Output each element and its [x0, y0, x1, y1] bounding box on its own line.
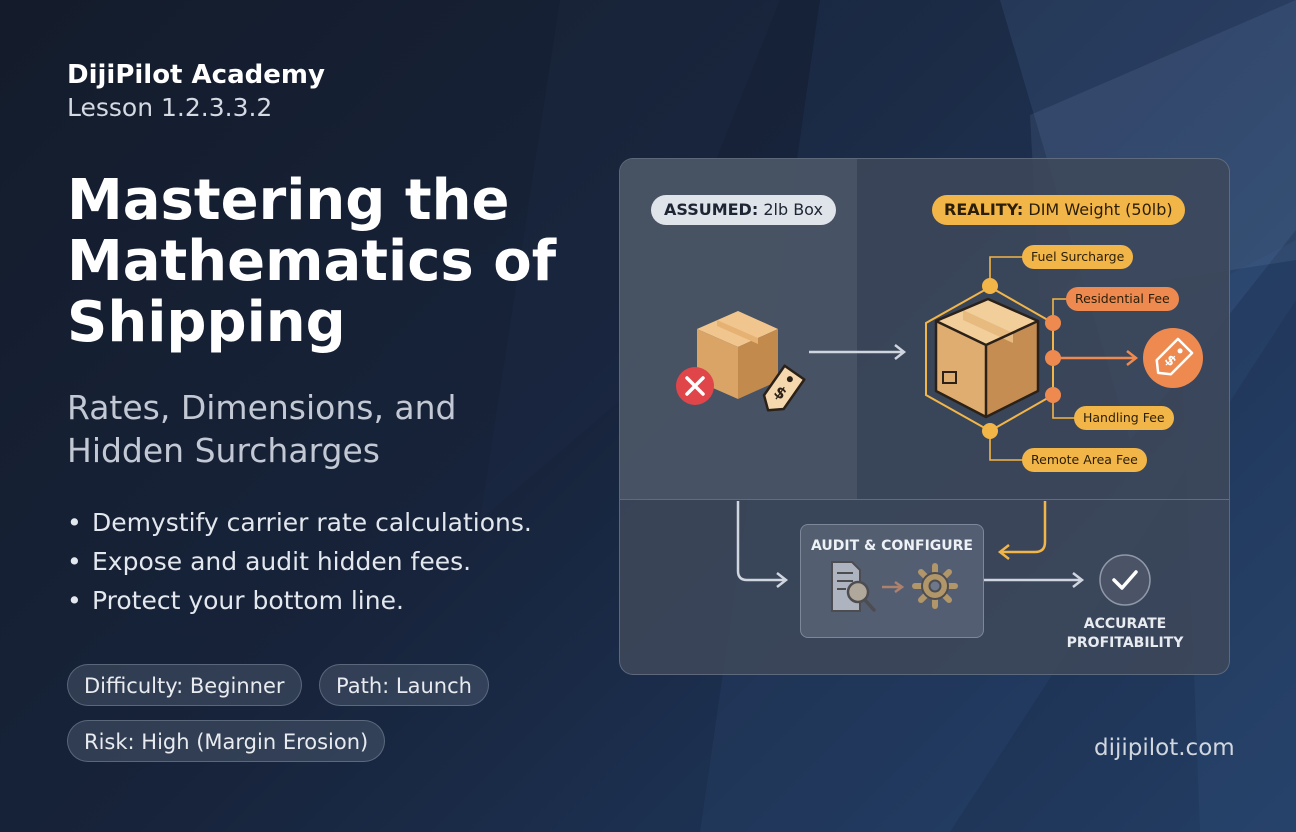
residential-fee-label: Residential Fee — [1066, 287, 1179, 311]
assumed-label: ASSUMED: — [664, 200, 759, 219]
assumed-badge: ASSUMED: 2lb Box — [651, 195, 836, 225]
accurate-profitability-label: ACCURATE PROFITABILITY — [1050, 615, 1200, 653]
diagram-graphics: $ — [676, 256, 1203, 612]
brand-name: DijiPilot Academy — [67, 60, 325, 90]
audit-configure-box: AUDIT & CONFIGURE — [800, 524, 984, 638]
remote-area-fee-label: Remote Area Fee — [1022, 448, 1147, 472]
connector-dots — [982, 278, 1061, 439]
reality-label: REALITY: — [944, 200, 1024, 219]
reality-flow-arrow — [997, 501, 1047, 560]
panel-divider — [620, 499, 1229, 500]
audit-title: AUDIT & CONFIGURE — [811, 538, 973, 554]
bullet-text: Demystify carrier rate calculations. — [92, 508, 532, 537]
path-tag: Path: Launch — [319, 664, 489, 706]
flow-arrows — [736, 501, 1085, 588]
reality-value: DIM Weight (50lb) — [1028, 200, 1173, 219]
website-link[interactable]: dijipilot.com — [1094, 735, 1235, 761]
bullet-dot: • — [67, 586, 82, 615]
bullet-text: Expose and audit hidden fees. — [92, 547, 472, 576]
lesson-number: Lesson 1.2.3.3.2 — [67, 93, 273, 122]
bullet-text: Protect your bottom line. — [92, 586, 404, 615]
x-icon — [676, 367, 714, 405]
page-title: Mastering the Mathematics of Shipping — [67, 168, 557, 355]
bullet-list: • Demystify carrier rate calculations. • E… — [67, 505, 532, 622]
checkmark-icon — [1099, 554, 1151, 606]
bullet-item: • Protect your bottom line. — [67, 583, 532, 622]
reality-badge: REALITY: DIM Weight (50lb) — [932, 195, 1185, 225]
fuel-surcharge-label: Fuel Surcharge — [1022, 245, 1134, 269]
box-icon — [934, 297, 1040, 419]
bullet-item: • Expose and audit hidden fees. — [67, 544, 532, 583]
bullet-item: • Demystify carrier rate calculations. — [67, 505, 532, 544]
result-line-1: ACCURATE — [1083, 616, 1167, 632]
arrow-icon — [809, 344, 907, 360]
handling-fee-label: Handling Fee — [1074, 406, 1174, 430]
diagram-panel: $ — [619, 158, 1230, 675]
large-price-tag-icon: $ — [1143, 328, 1203, 388]
difficulty-tag: Difficulty: Beginner — [67, 664, 302, 706]
page-subtitle: Rates, Dimensions, and Hidden Surcharges — [67, 388, 457, 470]
bullet-dot: • — [67, 508, 82, 537]
risk-tag: Risk: High (Margin Erosion) — [67, 720, 386, 762]
price-tag-icon: $ — [762, 364, 806, 412]
result-line-2: PROFITABILITY — [1066, 635, 1184, 651]
assumed-value: 2lb Box — [763, 200, 823, 219]
bullet-dot: • — [67, 547, 82, 576]
